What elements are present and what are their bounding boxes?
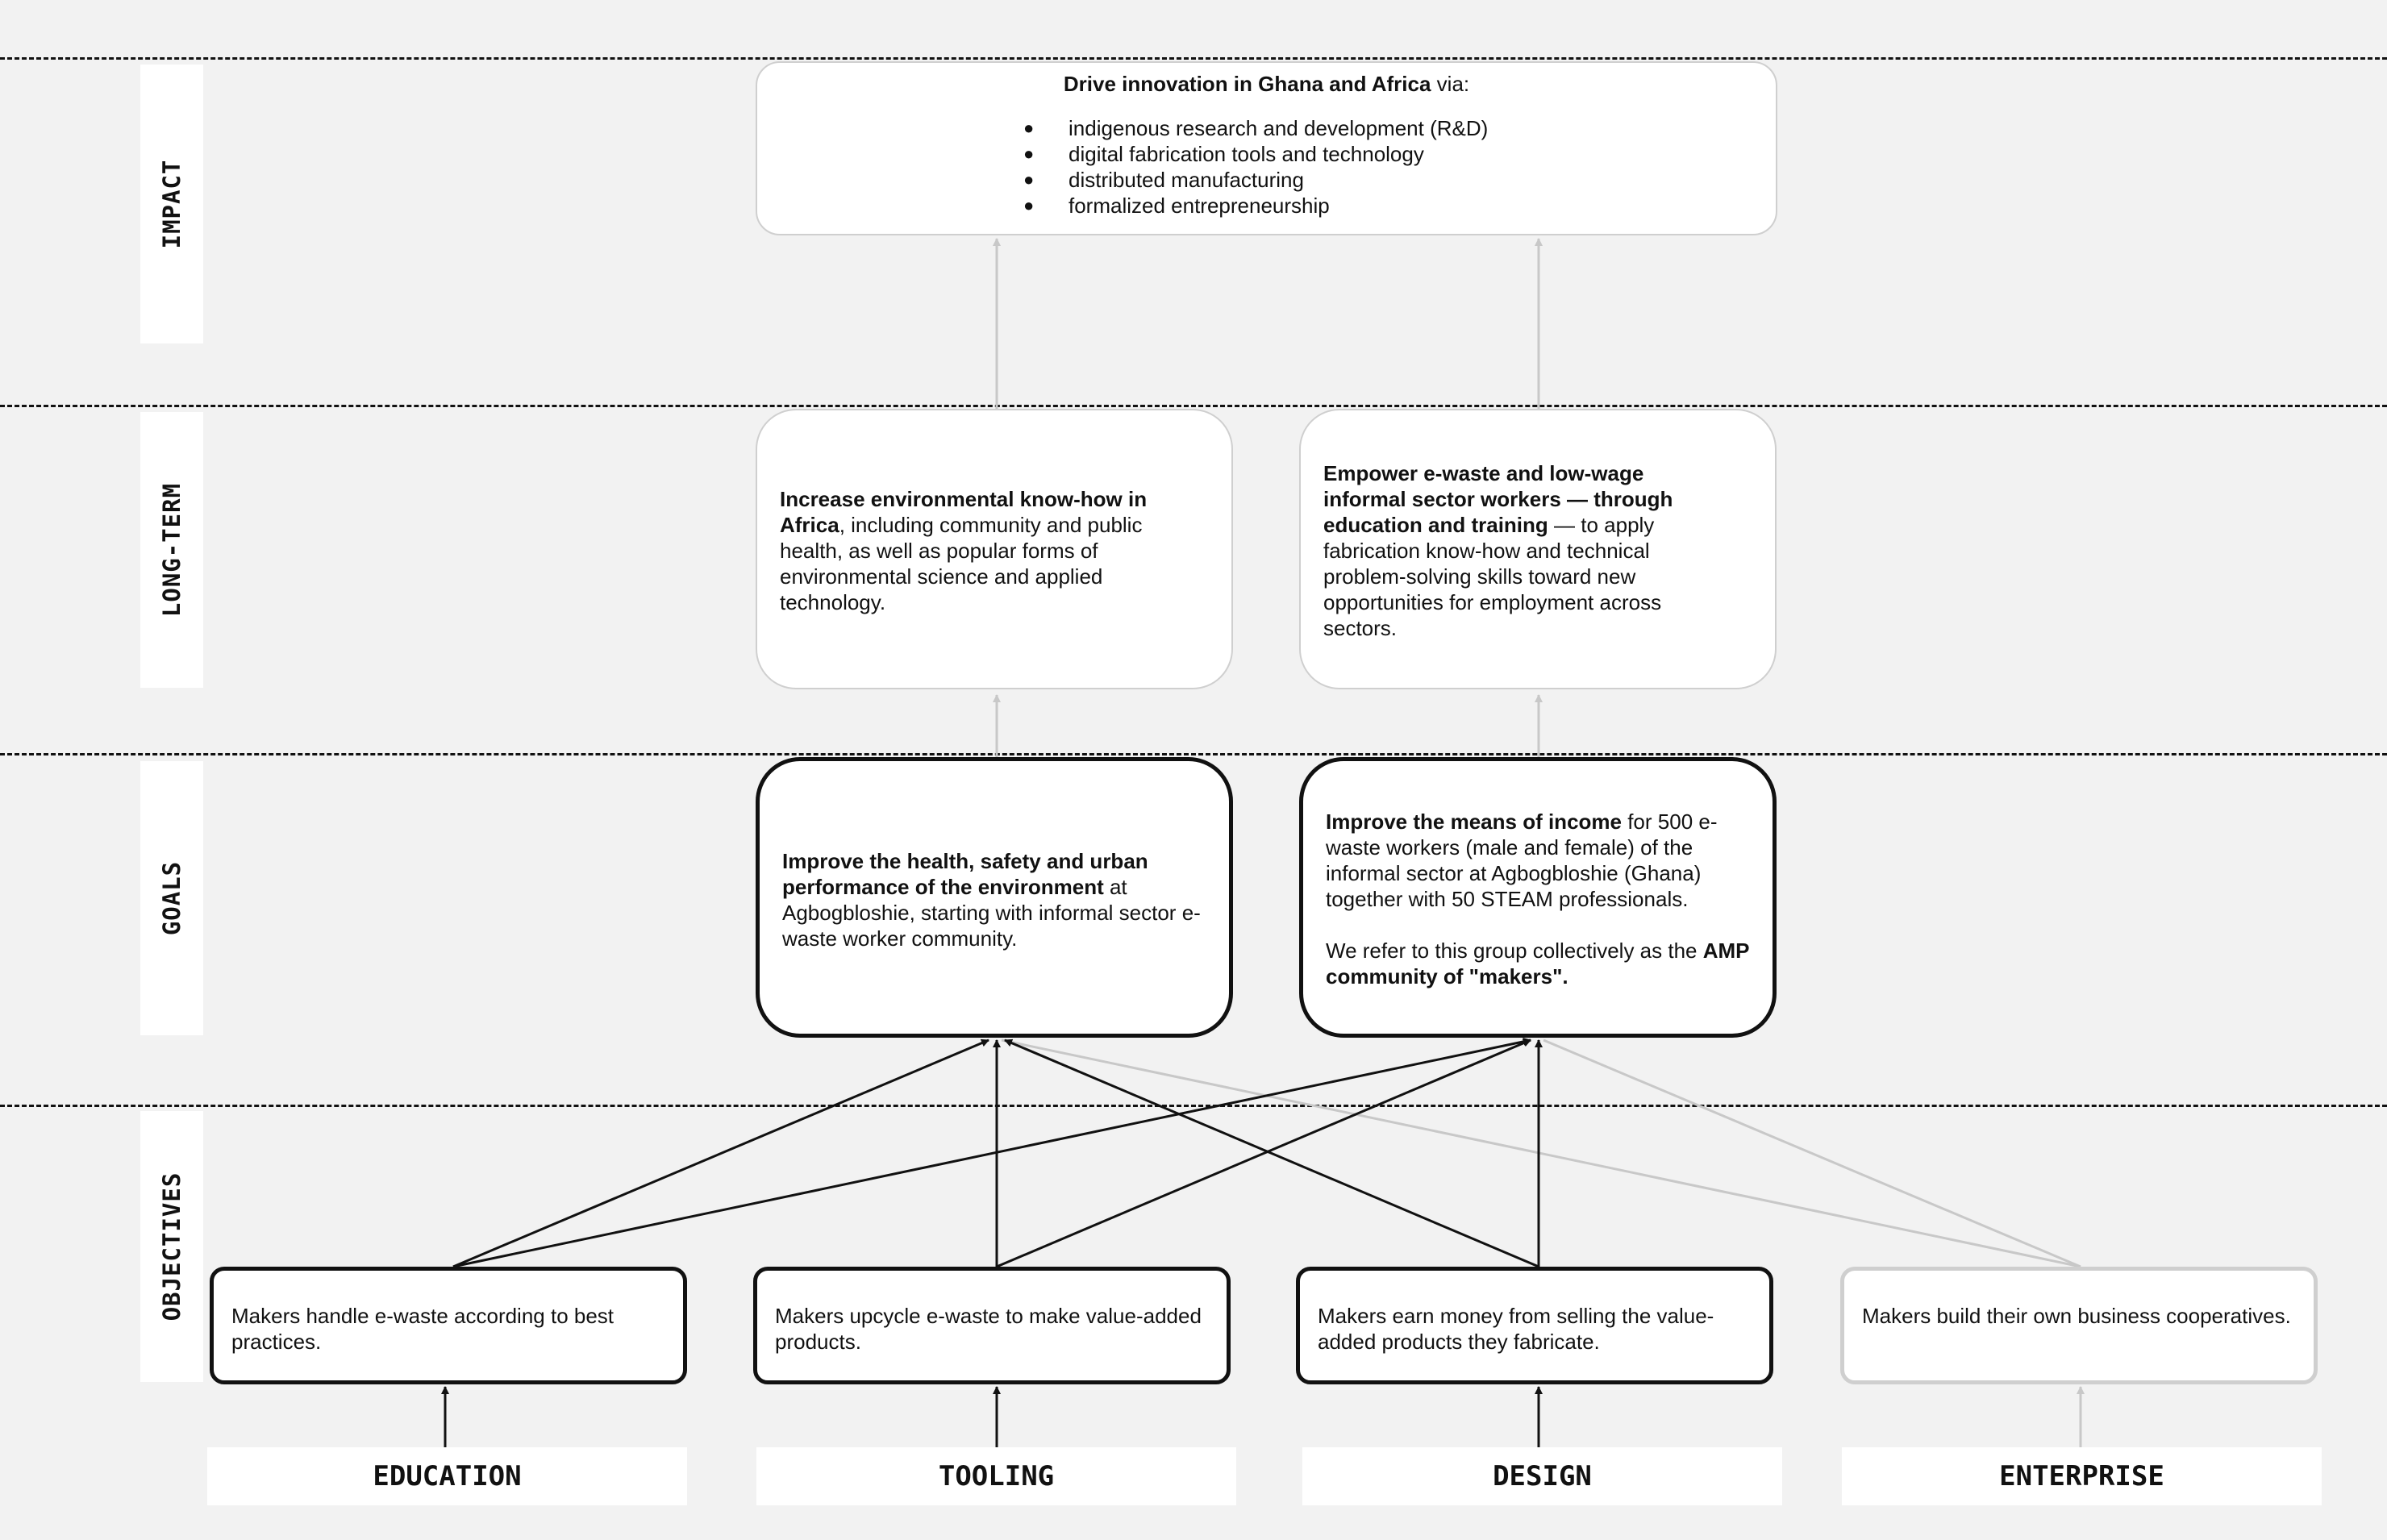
row-divider — [0, 753, 2387, 755]
row-label-objectives: OBJECTIVES — [140, 1111, 203, 1382]
link-enterprise-to-goal — [1543, 1038, 2081, 1268]
category-design: DESIGN — [1302, 1447, 1782, 1505]
impact-bullet-list: indigenous research and development (R&D… — [1023, 115, 1776, 219]
impact-bullet: digital fabrication tools and technology — [1023, 141, 1776, 167]
objective-box-tooling: Makers upcycle e-waste to make value-add… — [753, 1267, 1231, 1384]
category-education: EDUCATION — [207, 1447, 687, 1505]
arrow-objective-to-goal — [1004, 1038, 1539, 1268]
arrow-objective-to-goal — [452, 1037, 1531, 1268]
impact-box: Drive innovation in Ghana and Africa via… — [756, 61, 1777, 235]
arrow-objective-to-goal — [452, 1038, 989, 1268]
row-label-long-term: LONG-TERM — [140, 412, 203, 688]
goal-box-right: Improve the means of income for 500 e-wa… — [1299, 757, 1777, 1038]
category-enterprise: ENTERPRISE — [1842, 1447, 2322, 1505]
row-divider — [0, 405, 2387, 407]
long-term-box-left: Increase environmental know-how in Afric… — [756, 409, 1233, 689]
goal-right-paragraph-1: Improve the means of income for 500 e-wa… — [1326, 810, 1718, 911]
objective-box-design: Makers earn money from selling the value… — [1296, 1267, 1773, 1384]
impact-bullet: distributed manufacturing — [1023, 167, 1776, 193]
row-divider — [0, 57, 2387, 60]
impact-bullet: indigenous research and development (R&D… — [1023, 115, 1776, 141]
goal-right-paragraph-2: We refer to this group collectively as t… — [1326, 939, 1750, 989]
impact-bullet: formalized entrepreneurship — [1023, 193, 1776, 219]
impact-heading: Drive innovation in Ghana and Africa via… — [1063, 72, 1470, 96]
row-divider — [0, 1105, 2387, 1107]
arrow-objective-to-goal — [996, 1038, 1531, 1268]
link-enterprise-to-goal — [1001, 1038, 2081, 1268]
objective-box-education: Makers handle e-waste according to best … — [210, 1267, 687, 1384]
row-label-goals: GOALS — [140, 761, 203, 1035]
objective-box-enterprise: Makers build their own business cooperat… — [1840, 1267, 2318, 1384]
category-tooling: TOOLING — [756, 1447, 1236, 1505]
long-term-box-right: Empower e-waste and low-wage informal se… — [1299, 409, 1777, 689]
row-label-impact: IMPACT — [140, 65, 203, 343]
goal-box-left: Improve the health, safety and urban per… — [756, 757, 1233, 1038]
